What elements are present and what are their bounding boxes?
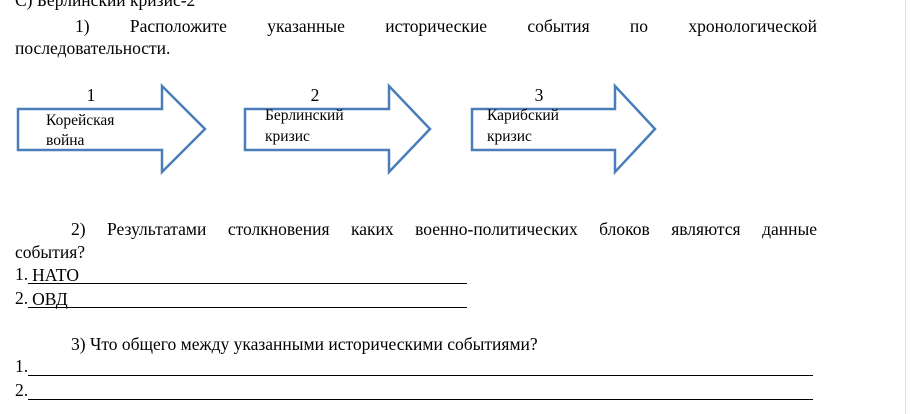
- answer-field-1[interactable]: НАТО: [28, 265, 468, 285]
- word: исторические: [385, 16, 488, 36]
- arrow-label-2-line1: Берлинский: [265, 107, 344, 124]
- arrow-number-1: 1: [86, 85, 96, 105]
- word: по: [629, 16, 649, 36]
- word: хронологической: [688, 16, 818, 36]
- arrow-shape-3: [470, 82, 657, 176]
- answer-field-4[interactable]: [28, 381, 814, 400]
- answer-field-2[interactable]: ОВД: [28, 289, 468, 309]
- arrow-label-3-line2: кризис: [487, 128, 532, 145]
- arrow-label-2-line2: кризис: [265, 128, 310, 145]
- task2-line2: события?: [15, 242, 86, 262]
- task3-question: 3) Что общего между указанными историчес…: [71, 334, 538, 354]
- word: Расположите: [129, 16, 227, 36]
- answer-field-3[interactable]: [28, 357, 814, 376]
- task2-line1: 2) Результатами столкновения каких военн…: [71, 219, 817, 239]
- word: 1): [75, 16, 90, 36]
- answer-prefix: 2.: [15, 380, 29, 400]
- page-edge: [905, 0, 906, 414]
- task1-line2: последовательности.: [15, 38, 171, 58]
- arrow-label-3-line1: Карибский: [487, 107, 559, 124]
- task3-answer-1: 1.: [15, 356, 817, 376]
- arrow-number-3: 3: [534, 85, 544, 105]
- arrow-shape-2: [243, 82, 432, 176]
- task2-answer-1: 1.НАТО: [15, 264, 817, 285]
- word: указанные: [267, 16, 345, 36]
- answer-prefix: 2.: [15, 288, 29, 308]
- task2-answer-2: 2.ОВД: [15, 288, 817, 309]
- answer-prefix: 1.: [15, 356, 29, 376]
- word: события: [527, 16, 590, 36]
- answer-prefix: 1.: [15, 264, 29, 284]
- arrow-shape-1: [16, 82, 207, 176]
- arrow-label-1-line1: Корейская: [46, 112, 115, 129]
- arrow-label-1-line2: война: [46, 132, 85, 149]
- arrow-number-2: 2: [310, 85, 320, 105]
- task3-answer-2: 2.: [15, 380, 817, 400]
- header-line: С) Берлинский кризис-2: [15, 0, 196, 10]
- task1-line1: 1) Расположите указанные исторические со…: [75, 16, 817, 36]
